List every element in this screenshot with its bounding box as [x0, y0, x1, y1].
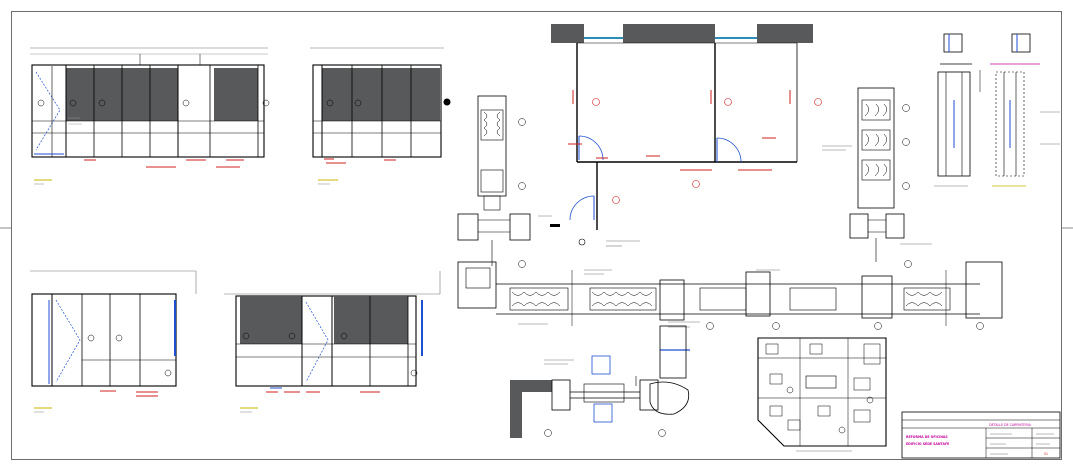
grid-bubble-icon: [288, 332, 296, 340]
elevation-4: [224, 271, 441, 413]
door-swing-icon: [35, 71, 61, 151]
grid-bubble-icon: [518, 118, 526, 126]
grid-bubble-icon: [544, 429, 552, 437]
grid-bubble-icon: [902, 138, 910, 146]
grid-bubble-icon: [87, 334, 95, 342]
grid-bubble-icon: [354, 99, 362, 107]
grid-bubble-icon: [902, 104, 910, 112]
wall-panel: [334, 296, 408, 344]
door-swing-icon: [578, 135, 604, 161]
grid-bubble-icon: [706, 322, 714, 330]
section-marker-icon: [443, 98, 451, 106]
grid-bubble-icon: [772, 322, 780, 330]
grid-bubble-icon: [904, 260, 912, 268]
grid-bubble-icon: [182, 99, 190, 107]
elevation-3: [30, 270, 197, 413]
grid-bubble-icon: [592, 98, 600, 106]
grid-bubble-icon: [69, 99, 77, 107]
title-block: DETALLE DE CARPINTERIA REFORMA DE OFICIN…: [901, 411, 1061, 459]
grid-bubble-icon: [612, 196, 620, 204]
elevation-1: [30, 47, 270, 185]
floor-plan: [538, 24, 822, 247]
title-block-drawing-label: DETALLE DE CARPINTERIA: [989, 423, 1031, 427]
north-arrow-icon: [578, 238, 586, 246]
detail-vertical-left: [457, 95, 531, 266]
key-plan: [757, 337, 887, 452]
door-swing-icon: [305, 301, 329, 383]
lower-plan-detail: [510, 325, 690, 438]
door-swing-icon: [716, 137, 742, 163]
grid-bubble-icon: [874, 322, 882, 330]
wall-panel: [240, 296, 302, 344]
grid-bubble-icon: [976, 322, 984, 330]
grid-bubble-icon: [658, 429, 666, 437]
horizontal-section: [457, 260, 1003, 351]
grid-bubble-icon: [518, 260, 526, 268]
grid-bubble-icon: [262, 99, 270, 107]
grid-bubble-icon: [326, 99, 334, 107]
grid-bubble-icon: [37, 99, 45, 107]
grid-bubble-icon: [98, 99, 106, 107]
grid-bubble-icon: [115, 334, 123, 342]
grid-bubble-icon: [692, 180, 700, 188]
grid-bubble-icon: [164, 369, 172, 377]
title-block-project-line2: EDIFICIO SEDE SANTAFE: [906, 442, 949, 446]
sheet-border: [11, 11, 1062, 460]
grid-bubble-icon: [724, 98, 732, 106]
door-swing-icon: [569, 195, 595, 221]
title-block-project-line1: REFORMA DE OFICINAS: [906, 435, 948, 439]
grid-bubble-icon: [410, 369, 418, 377]
wall-panel: [214, 68, 258, 121]
door-swing-icon: [55, 299, 81, 383]
grid-bubble-icon: [518, 182, 526, 190]
grid-bubble-icon: [242, 332, 250, 340]
detail-vertical-right: [822, 87, 932, 262]
grid-bubble-icon: [814, 98, 822, 106]
profile-details: [934, 33, 1060, 187]
wall-panel: [322, 68, 440, 121]
elevation-2: [310, 47, 451, 185]
grid-bubble-icon: [340, 332, 348, 340]
title-block-sheet-id: 01: [1044, 452, 1048, 456]
grid-bubble-icon: [902, 182, 910, 190]
